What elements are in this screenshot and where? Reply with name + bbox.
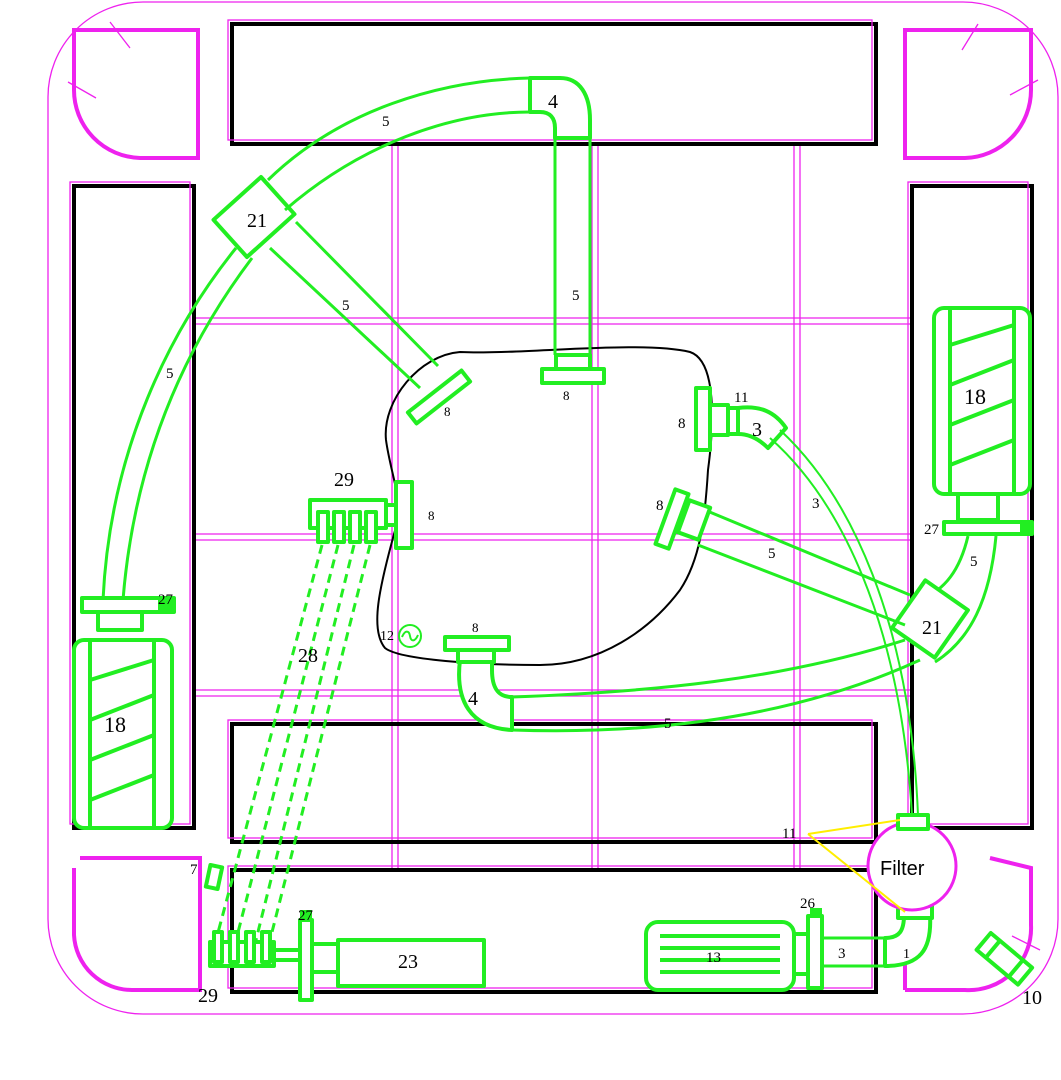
label-8-bottom: 8 <box>472 620 479 635</box>
fitting-8-top <box>554 353 592 371</box>
label-27-right: 27 <box>924 522 940 538</box>
label-10: 10 <box>1022 987 1042 1009</box>
suction-line-3 <box>769 437 913 816</box>
label-4-top: 4 <box>548 91 558 113</box>
elbow-3-upper <box>736 405 788 450</box>
corner-guards <box>72 28 1034 993</box>
label-filter: Filter <box>880 858 925 880</box>
fitting-8-right <box>675 498 713 542</box>
tank-outline <box>376 346 714 667</box>
label-5-diag-left: 5 <box>342 298 350 314</box>
label-8-left: 8 <box>444 404 451 419</box>
pipe-left-arc <box>101 247 254 601</box>
valve-7 <box>203 862 225 892</box>
label-29-upper: 29 <box>334 469 354 491</box>
filter-unit-18-left <box>72 596 176 830</box>
label-5-vertical: 5 <box>572 288 580 304</box>
pipe-diagonal-right <box>697 506 911 627</box>
filter-unit-18-right <box>932 306 1034 536</box>
label-8-manifold: 8 <box>428 508 435 523</box>
pump-13-assembly <box>644 904 934 992</box>
flange-8-top <box>540 367 606 385</box>
label-11-top: 11 <box>734 390 748 406</box>
flange-8-upper-right <box>694 386 712 452</box>
label-21-left: 21 <box>247 210 267 232</box>
label-3-line: 3 <box>812 496 820 512</box>
label-27-bottom: 27 <box>298 908 314 924</box>
label-5-left-arc: 5 <box>166 366 174 382</box>
pipe-bottom-arc <box>511 638 921 733</box>
pipe-top-arc <box>266 76 531 212</box>
elbow-4-bottom <box>457 658 514 732</box>
junction-21-right <box>890 578 970 660</box>
outer-frame <box>47 1 1059 1015</box>
leader-11 <box>807 819 906 913</box>
label-27-left: 27 <box>158 592 174 608</box>
label-4-bottom: 4 <box>468 688 478 710</box>
label-5-right-drop: 5 <box>970 554 978 570</box>
label-3-elbow: 3 <box>752 419 762 441</box>
junction-21-left <box>211 175 297 259</box>
label-1: 1 <box>903 947 910 962</box>
label-23: 23 <box>398 951 418 973</box>
dashed-lines-28 <box>214 544 372 941</box>
manifold-29-lower <box>208 910 486 1002</box>
label-8-upper-right: 8 <box>678 416 686 432</box>
label-5-diag-right: 5 <box>768 546 776 562</box>
label-7: 7 <box>190 862 198 878</box>
label-3-bottom: 3 <box>838 946 846 962</box>
fitting-8-upper-right <box>708 403 730 437</box>
manifold-29-upper <box>308 480 414 550</box>
pump-12-icon <box>398 624 422 648</box>
label-11-bottom: 11 <box>782 826 796 842</box>
labels: 4 5 21 5 5 5 8 8 11 8 3 18 29 8 8 3 27 5… <box>104 91 1042 1009</box>
label-18-right: 18 <box>964 384 986 409</box>
valve-10 <box>974 930 1035 987</box>
label-12: 12 <box>380 629 394 644</box>
label-13: 13 <box>706 950 721 966</box>
flange-8-right <box>653 487 691 551</box>
flange-8-bottom <box>443 635 511 652</box>
label-21-right: 21 <box>922 617 942 639</box>
label-29-lower: 29 <box>198 985 218 1007</box>
label-8-right: 8 <box>656 498 664 514</box>
label-18-left: 18 <box>104 712 126 737</box>
suction-line-3b <box>779 429 919 816</box>
filter-vessel <box>866 813 958 912</box>
flange-8-left <box>405 368 473 426</box>
elbow-4-top <box>528 76 592 140</box>
label-8-top: 8 <box>563 388 570 403</box>
label-5-top-arc: 5 <box>382 114 390 130</box>
label-5-bottom-arc: 5 <box>664 716 672 732</box>
pipe-diagonal-left <box>268 220 440 390</box>
pipe-vertical-center <box>553 138 592 355</box>
label-28: 28 <box>298 645 318 667</box>
label-26: 26 <box>800 896 816 912</box>
